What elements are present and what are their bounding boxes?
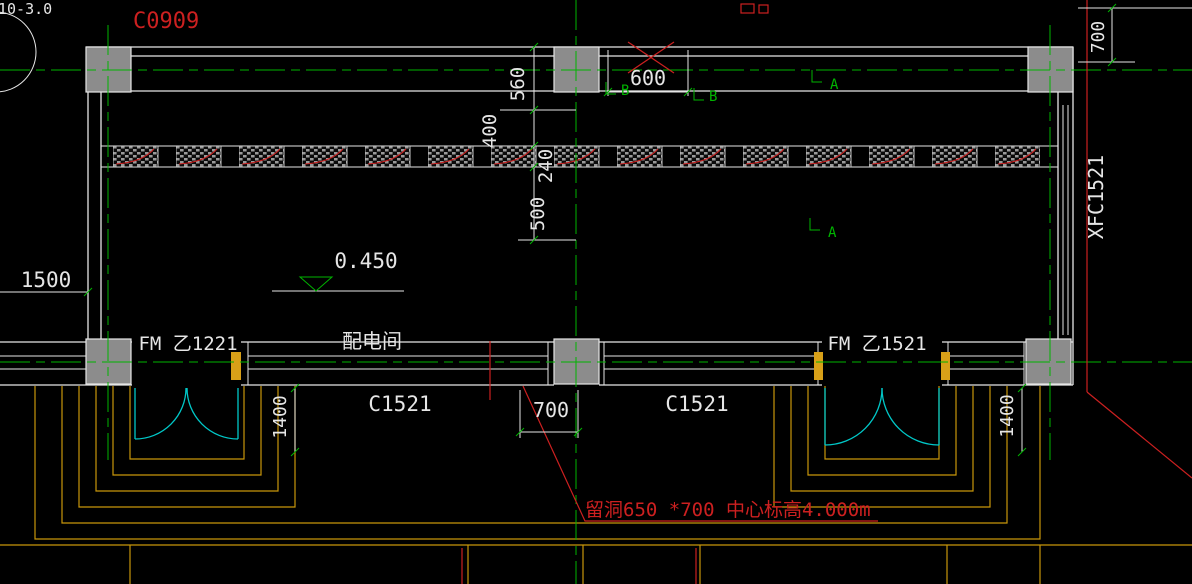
door-jamb-blocks — [231, 352, 950, 380]
section-b-bracket — [605, 82, 616, 95]
dim-500-label: 500 — [527, 197, 549, 231]
cropped-red-mark — [758, 4, 769, 14]
red-markup-lines — [461, 0, 1192, 584]
level-value-label: 0.450 — [334, 249, 397, 273]
axis-circle — [0, 11, 37, 93]
cable-trench-lines — [0, 386, 1192, 584]
level-triangle-icon — [298, 276, 334, 292]
window-tag-c0909: C0909 — [133, 9, 199, 34]
dim-1400-left-label: 1400 — [270, 395, 291, 438]
window-xfc1521-lines — [1062, 105, 1069, 335]
window-tag-xfc1521: XFC1521 — [1084, 155, 1108, 239]
roof-hole-cross-mark — [627, 41, 675, 74]
clerestory-window-band — [101, 145, 1058, 168]
section-a-label: A — [830, 77, 839, 93]
section-a-bracket — [811, 70, 822, 83]
dimension-ticks — [83, 3, 1117, 457]
dim-700-bottom-label: 700 — [533, 398, 569, 422]
door-left-tag: FM 乙1221 — [138, 333, 237, 355]
dimension-lines — [0, 7, 1192, 452]
cropped-red-mark — [740, 3, 755, 14]
room-name-label: 配电间 — [342, 329, 402, 353]
dim-700-top-label: 700 — [1088, 21, 1109, 54]
annotation-texts: C0909 560 400 240 500 600 1500 FM 乙1221 … — [21, 9, 1109, 521]
door-swing-right — [824, 387, 940, 446]
level-marker: 0.450 — [298, 249, 398, 292]
window-c1521-lines — [0, 355, 1024, 370]
section-a-bracket — [809, 218, 820, 231]
section-a-label: A — [828, 225, 837, 241]
door-right-tag: FM 乙1521 — [827, 333, 926, 355]
hole-note-label: 留洞650 *700 中心标高4.000m — [585, 499, 871, 521]
window-tag-c1521-right: C1521 — [665, 392, 728, 416]
dimension-700-top — [1078, 7, 1192, 63]
dimension-600 — [607, 50, 689, 96]
dim-240-label: 240 — [535, 149, 557, 183]
section-b-label: B — [709, 89, 717, 105]
window-tag-c1521-left: C1521 — [368, 392, 431, 416]
section-b-label: B — [621, 83, 629, 99]
dim-1500-label: 1500 — [21, 268, 72, 292]
dimension-chain-center — [500, 47, 576, 241]
dimension-700-bottom — [519, 390, 579, 438]
dim-1400-right-label: 1400 — [997, 394, 1018, 437]
door-swing-left — [134, 387, 239, 440]
dim-400-label: 400 — [479, 114, 501, 148]
note-leader-line — [522, 385, 878, 522]
axis-grid-label: 10-3.0 — [0, 0, 52, 18]
dim-560-label: 560 — [507, 67, 529, 101]
axis-bubble: 10-3.0 — [0, 0, 52, 93]
dim-600-label: 600 — [630, 66, 666, 90]
section-b-bracket — [693, 88, 704, 101]
section-markers: B B A A — [605, 70, 839, 241]
